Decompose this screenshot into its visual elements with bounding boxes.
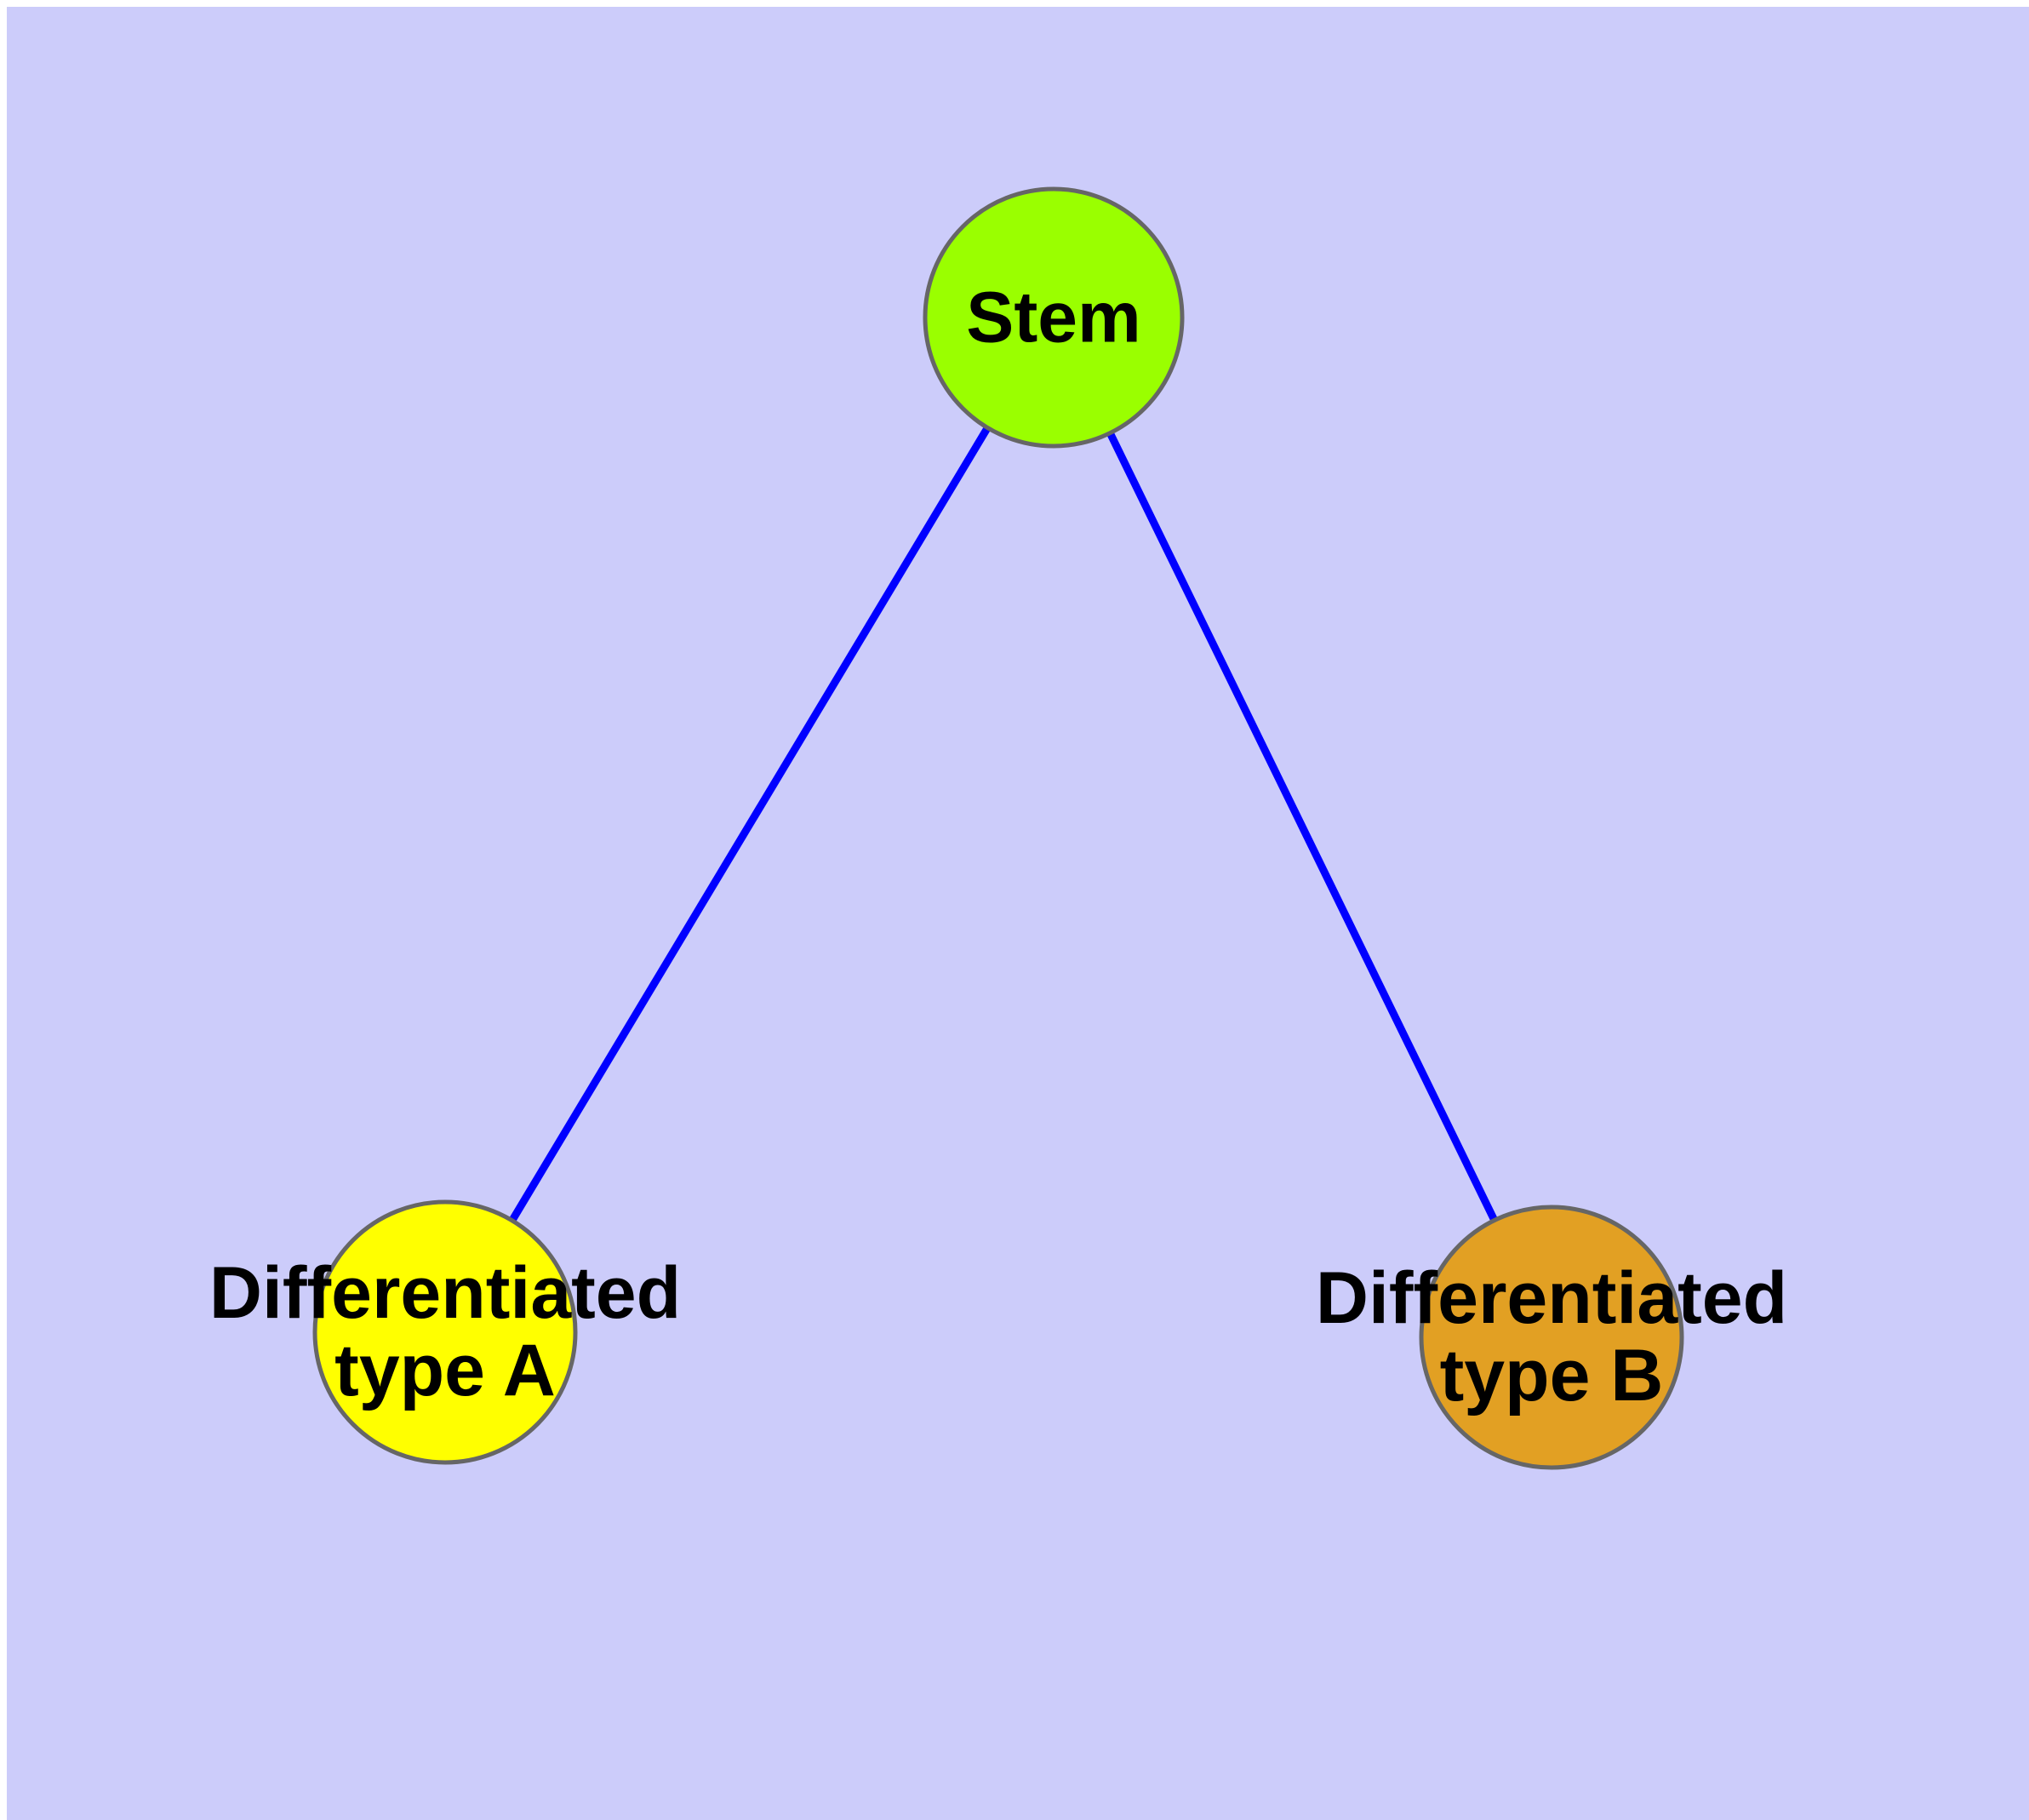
nodes-group [312,186,1684,1470]
edges-group [507,424,1499,1224]
edge-stem-diff-a[interactable] [507,424,992,1224]
node-diff_b[interactable] [1419,1205,1684,1470]
edge-stem-diff-b[interactable] [1106,429,1499,1224]
node-diff_a[interactable] [312,1199,578,1465]
node-stem[interactable] [923,186,1185,449]
